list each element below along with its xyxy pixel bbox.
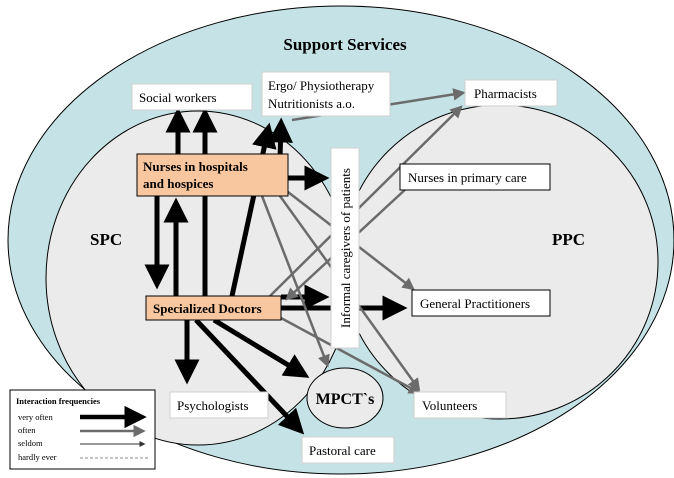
spc-label: SPC [90,230,122,249]
specialized-doctors-label: Specialized Doctors [153,301,262,316]
node-informal-caregivers: Informal caregivers of patients [330,147,360,349]
legend: Interaction frequencies very often often… [9,389,156,470]
informal-caregivers-label: Informal caregivers of patients [338,168,353,328]
node-volunteers: Volunteers [413,391,507,419]
ppc-label: PPC [552,230,585,249]
social-workers-label: Social workers [139,90,217,105]
edge-nurses-to-ergo [267,117,293,159]
node-general-practitioners: General Practitioners [411,289,551,317]
node-nurses-hospitals: Nurses in hospitals and hospices [136,153,289,197]
edge-doctors-to-mpcts [212,317,310,378]
node-nurses-primary: Nurses in primary care [399,163,551,191]
legend-label-hardly-ever: hardly ever [18,452,57,462]
legend-label-often: often [18,425,36,435]
connections [144,88,466,435]
nurses-primary-label: Nurses in primary care [408,170,527,185]
node-social-workers: Social workers [131,83,253,111]
general-practitioners-label: General Practitioners [420,296,530,311]
edge-doctors-to-pharmacists [269,105,463,297]
legend-label-seldom: seldom [18,438,43,448]
edge-doctors-to-pastoral [194,318,305,435]
node-mpcts: MPCT`s [306,367,384,429]
ppc-region [341,104,659,420]
edge-doctors-to-volunteers [280,316,422,394]
node-psychologists: Psychologists [169,391,269,419]
ergo-label-line1: Ergo/ Physiotherapy [268,78,375,93]
nurses-hospitals-line2: and hospices [143,176,213,191]
ergo-label-line2: Nutritionists a.o. [268,96,355,111]
mpcts-label: MPCT`s [316,391,375,408]
pastoral-care-label: Pastoral care [309,443,376,458]
psychologists-label: Psychologists [177,398,249,413]
legend-label-very-often: very often [18,412,53,422]
node-pharmacists: Pharmacists [464,79,558,107]
node-ergo-physio: Ergo/ Physiotherapy Nutritionists a.o. [261,71,391,117]
node-pastoral-care: Pastoral care [301,436,395,464]
legend-title: Interaction frequencies [16,396,101,406]
pharmacists-label: Pharmacists [474,86,537,101]
volunteers-label: Volunteers [422,398,477,413]
node-specialized-doctors: Specialized Doctors [145,295,282,321]
nurses-hospitals-line1: Nurses in hospitals [143,159,248,174]
support-services-title: Support Services [283,35,407,54]
